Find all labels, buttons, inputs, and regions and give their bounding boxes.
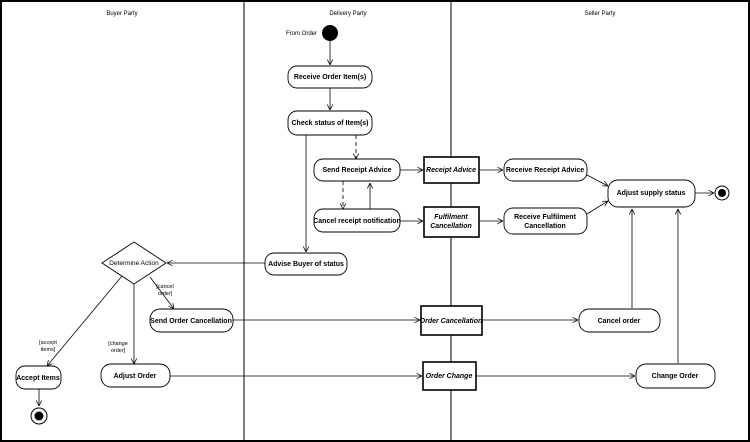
action-label: Receive Receipt Advice: [506, 167, 584, 174]
action-label-line2: Cancellation: [524, 223, 566, 230]
action-accept-items[interactable]: Accept Items: [15, 365, 62, 390]
object-order-cancellation[interactable]: Order Cancellation: [420, 305, 483, 336]
action-receive-fulfilment-cancellation[interactable]: Receive Fulfilment Cancellation: [503, 207, 588, 235]
edge-decision-send-cancel: [149, 276, 174, 309]
guard-change-order-line1: [change: [108, 341, 128, 347]
object-order-change[interactable]: Order Change: [422, 361, 477, 391]
edge-receive-fulfil-adjust: [586, 201, 608, 215]
initial-node[interactable]: [322, 25, 338, 41]
edge-decision-accept: [47, 275, 123, 366]
edges: [39, 41, 714, 406]
action-adjust-order[interactable]: Adjust Order: [100, 363, 171, 388]
final-node-seller[interactable]: [714, 185, 730, 201]
action-check-status[interactable]: Check status of Item(s): [287, 110, 373, 136]
action-label: Send Receipt Advice: [323, 167, 392, 174]
action-change-order[interactable]: Change Order: [635, 363, 716, 389]
action-receive-receipt-advice[interactable]: Receive Receipt Advice: [503, 158, 588, 182]
action-label: Change Order: [652, 373, 699, 380]
guard-accept-items-line2: items]: [41, 347, 56, 353]
start-label: From Order: [286, 31, 317, 37]
action-label: Cancel receipt notification: [313, 218, 401, 225]
object-fulfilment-cancellation[interactable]: Fulfilment Cancellation: [423, 206, 480, 238]
lane-delivery-party: Delivery Party: [329, 11, 366, 17]
final-node-buyer[interactable]: [30, 407, 48, 425]
object-label-line1: Fulfilment: [434, 214, 468, 221]
action-label-line1: Receive Fulfilment: [514, 214, 577, 221]
object-label: Receipt Advice: [426, 167, 476, 174]
action-label: Accept Items: [16, 375, 60, 382]
action-label: Receive Order Item(s): [294, 74, 366, 81]
decision-determine-action[interactable]: Determine Action: [101, 241, 167, 285]
action-label: Send Order Cancellation: [150, 318, 232, 325]
object-label: Order Change: [426, 373, 473, 380]
edge-receive-advice-adjust: [586, 174, 608, 186]
action-receive-order-items[interactable]: Receive Order Item(s): [287, 65, 373, 89]
guard-cancel-order-line1: [cancel: [156, 284, 173, 290]
action-adjust-supply-status[interactable]: Adjust supply status: [607, 179, 696, 208]
object-label: Order Cancellation: [420, 318, 483, 325]
object-label-line2: Cancellation: [430, 223, 472, 230]
action-label: Check status of Item(s): [291, 120, 368, 127]
decision-label: Determine Action: [109, 260, 159, 267]
action-advise-buyer[interactable]: Advise Buyer of status: [264, 252, 348, 276]
action-label: Cancel order: [598, 318, 641, 325]
object-receipt-advice[interactable]: Receipt Advice: [423, 156, 480, 184]
guard-change-order-line2: order]: [111, 348, 126, 354]
guard-cancel-order-line2: order]: [158, 291, 173, 297]
action-label: Advise Buyer of status: [268, 261, 344, 268]
lane-seller-party: Seller Party: [584, 11, 615, 17]
action-label: Adjust Order: [114, 373, 157, 380]
lane-buyer-party: Buyer Party: [106, 11, 137, 17]
guard-accept-items-line1: [accept: [39, 340, 57, 346]
action-send-order-cancellation[interactable]: Send Order Cancellation: [149, 308, 234, 333]
action-cancel-order[interactable]: Cancel order: [578, 308, 661, 333]
action-cancel-receipt-notification[interactable]: Cancel receipt notification: [313, 208, 401, 233]
action-label: Adjust supply status: [617, 190, 686, 197]
action-send-receipt-advice[interactable]: Send Receipt Advice: [313, 158, 401, 182]
